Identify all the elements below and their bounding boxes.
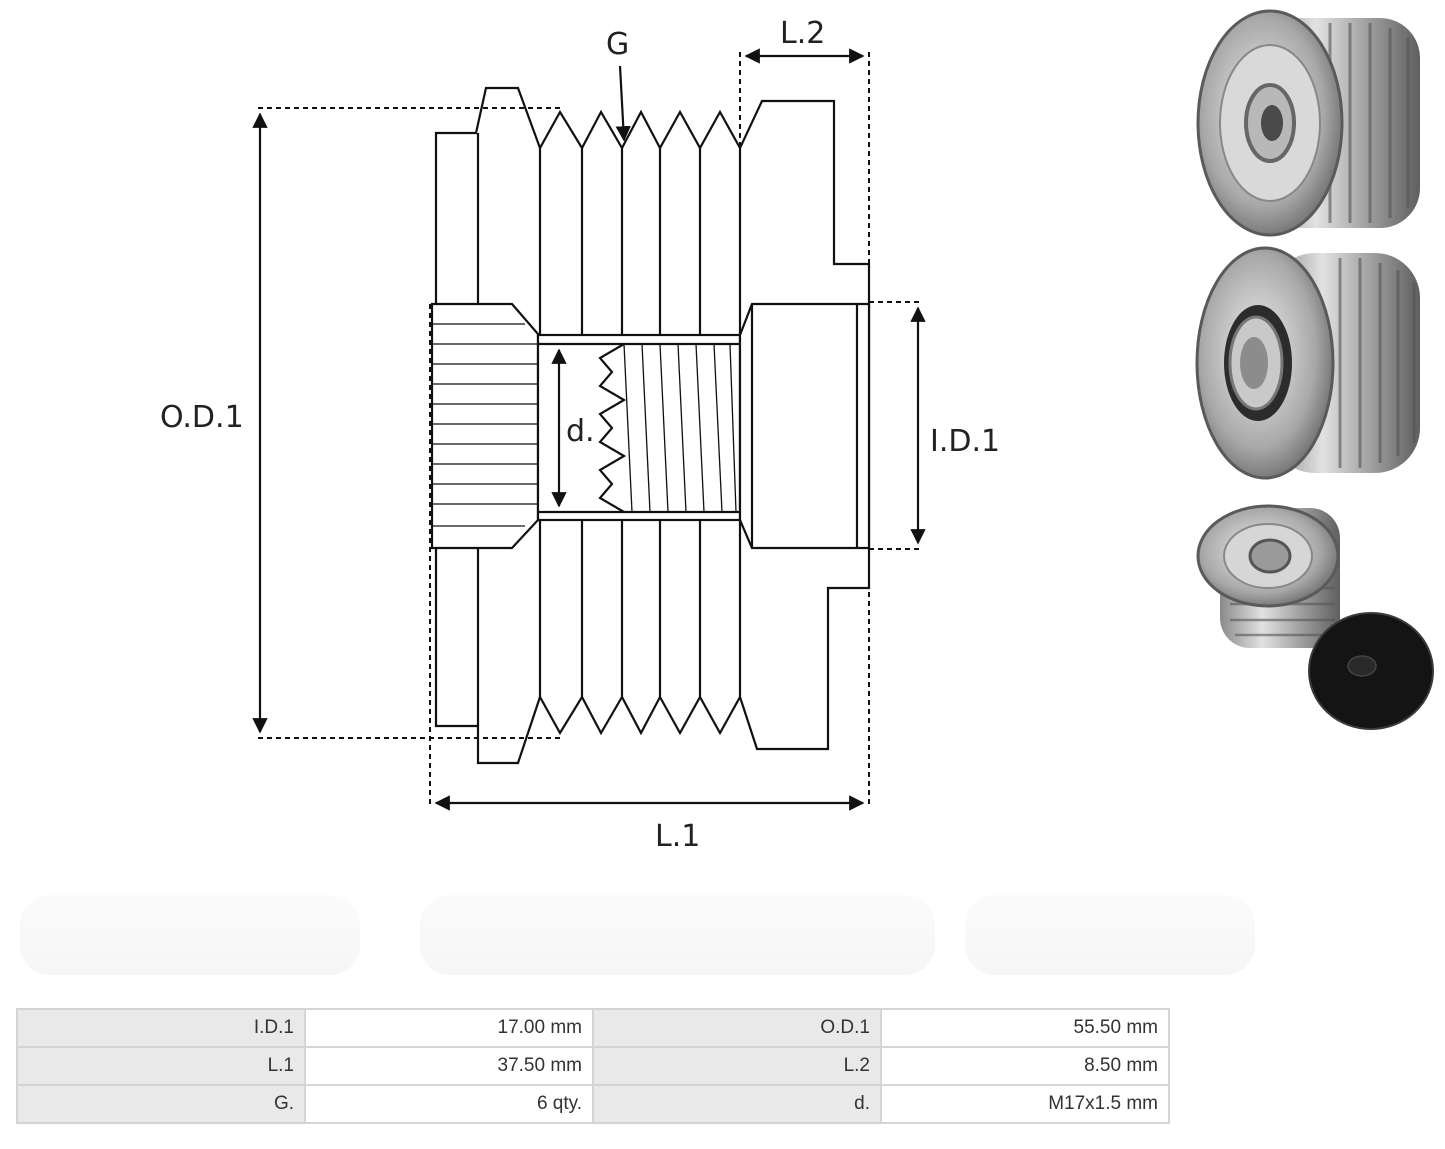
label-id: I.D.1 [930, 424, 1000, 459]
faded-watermark-block [965, 895, 1255, 975]
thread-profile [598, 343, 627, 513]
g-leader-line [615, 65, 631, 142]
label-l2: L.2 [780, 16, 825, 51]
faded-watermark-block [20, 895, 360, 975]
bore [536, 333, 742, 522]
spec-value: 55.50 mm [880, 1008, 1170, 1048]
bearing-hub [738, 302, 871, 550]
spec-value: M17x1.5 mm [880, 1084, 1170, 1124]
table-row: G. 6 qty. d. M17x1.5 mm [16, 1084, 1170, 1124]
pulley-technical-drawing: G L.2 O.D.1 d. I.D.1 L.1 [160, 16, 1000, 854]
spec-key: L.2 [592, 1046, 882, 1086]
table-row: L.1 37.50 mm L.2 8.50 mm [16, 1046, 1170, 1086]
spec-key: d. [592, 1084, 882, 1124]
spline-lines [432, 323, 538, 527]
pulley-outline [434, 86, 871, 765]
pulley-with-cap-icon [1196, 504, 1434, 730]
pulley-front-view-icon [1196, 9, 1420, 237]
spec-value: 8.50 mm [880, 1046, 1170, 1086]
pulley-rear-view-icon [1195, 246, 1420, 480]
table-row: I.D.1 17.00 mm O.D.1 55.50 mm [16, 1008, 1170, 1048]
thread-lines [623, 343, 737, 513]
spec-key: O.D.1 [592, 1008, 882, 1048]
spec-value: 37.50 mm [304, 1046, 594, 1086]
groove-lines [476, 133, 742, 726]
spec-value: 6 qty. [304, 1084, 594, 1124]
label-groove: G [606, 27, 629, 62]
label-l1: L.1 [655, 819, 700, 854]
spec-value: 17.00 mm [304, 1008, 594, 1048]
spec-key: L.1 [16, 1046, 306, 1086]
spline-hub [430, 302, 540, 550]
specifications-table: I.D.1 17.00 mm O.D.1 55.50 mm L.1 37.50 … [16, 1008, 1170, 1124]
spec-key: I.D.1 [16, 1008, 306, 1048]
label-d: d. [566, 414, 595, 449]
product-photos [1195, 9, 1434, 730]
spec-key: G. [16, 1084, 306, 1124]
faded-watermark-block [420, 895, 935, 975]
label-od: O.D.1 [160, 400, 244, 435]
